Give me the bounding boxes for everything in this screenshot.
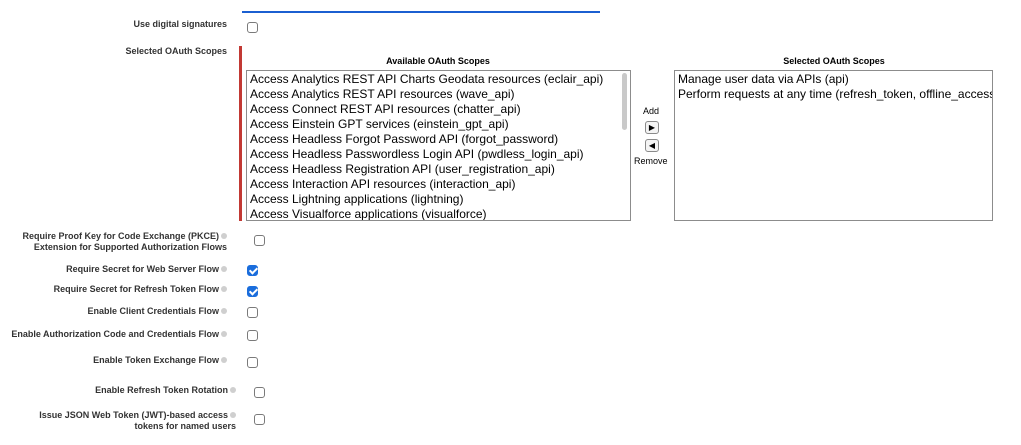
secret-refresh-checkbox[interactable]	[247, 286, 258, 297]
pkce-checkbox[interactable]	[254, 235, 265, 246]
available-scope-option[interactable]: Access Interaction API resources (intera…	[250, 177, 516, 191]
help-icon[interactable]	[221, 232, 227, 239]
refresh-rotation-checkbox[interactable]	[254, 387, 265, 398]
selected-scopes-header: Selected OAuth Scopes	[783, 56, 885, 66]
token-exchange-checkbox[interactable]	[247, 357, 258, 368]
remove-label: Remove	[634, 156, 668, 166]
secret-web-server-checkbox[interactable]	[247, 265, 258, 276]
help-icon[interactable]	[221, 307, 227, 314]
help-icon[interactable]	[221, 265, 227, 272]
available-scopes-listbox[interactable]: Access Analytics REST API Charts Geodata…	[246, 70, 631, 221]
available-scope-option[interactable]: Access Analytics REST API resources (wav…	[250, 87, 515, 101]
jwt-checkbox[interactable]	[254, 414, 265, 425]
secret-web-server-label: Require Secret for Web Server Flow	[66, 264, 227, 275]
pkce-label: Require Proof Key for Code Exchange (PKC…	[22, 231, 227, 252]
auth-code-credentials-checkbox[interactable]	[247, 330, 258, 341]
client-credentials-label: Enable Client Credentials Flow	[87, 306, 227, 317]
available-scope-option[interactable]: Access Einstein GPT services (einstein_g…	[250, 117, 509, 131]
arrow-left-icon: ◀	[648, 141, 656, 150]
selected-oauth-scopes-label: Selected OAuth Scopes	[125, 46, 227, 56]
add-arrow-button[interactable]: ▶	[645, 121, 659, 134]
available-scope-option[interactable]: Access Headless Forgot Password API (for…	[250, 132, 559, 146]
available-scope-option[interactable]: Access Connect REST API resources (chatt…	[250, 102, 521, 116]
available-scope-option[interactable]: Access Headless Passwordless Login API (…	[250, 147, 584, 161]
help-icon[interactable]	[230, 386, 236, 393]
available-scopes-header: Available OAuth Scopes	[386, 56, 490, 66]
add-label: Add	[643, 106, 660, 116]
remove-arrow-button[interactable]: ◀	[645, 139, 659, 152]
help-icon[interactable]	[221, 330, 227, 337]
input-focus-underline	[242, 11, 600, 13]
token-exchange-label: Enable Token Exchange Flow	[93, 355, 227, 366]
required-indicator	[239, 46, 242, 221]
client-credentials-checkbox[interactable]	[247, 307, 258, 318]
help-icon[interactable]	[230, 411, 236, 418]
arrow-right-icon: ▶	[648, 123, 656, 132]
secret-refresh-label: Require Secret for Refresh Token Flow	[54, 284, 227, 295]
available-scope-option[interactable]: Access Analytics REST API Charts Geodata…	[250, 72, 604, 86]
selected-scope-option[interactable]: Perform requests at any time (refresh_to…	[678, 87, 993, 101]
selected-scope-option[interactable]: Manage user data via APIs (api)	[678, 72, 849, 86]
jwt-label: Issue JSON Web Token (JWT)-based access …	[39, 410, 236, 431]
selected-scopes-listbox[interactable]: Manage user data via APIs (api)Perform r…	[674, 70, 993, 221]
available-scope-option[interactable]: Access Headless Registration API (user_r…	[250, 162, 555, 176]
auth-code-credentials-label: Enable Authorization Code and Credential…	[11, 329, 227, 340]
digital-signatures-label: Use digital signatures	[133, 19, 227, 29]
help-icon[interactable]	[221, 356, 227, 363]
available-scope-option[interactable]: Access Lightning applications (lightning…	[250, 192, 464, 206]
scrollbar-thumb[interactable]	[622, 73, 627, 130]
refresh-rotation-label: Enable Refresh Token Rotation	[95, 385, 236, 396]
help-icon[interactable]	[221, 285, 227, 292]
available-scope-option[interactable]: Access Visualforce applications (visualf…	[250, 207, 487, 221]
digital-signatures-checkbox[interactable]	[247, 22, 258, 33]
